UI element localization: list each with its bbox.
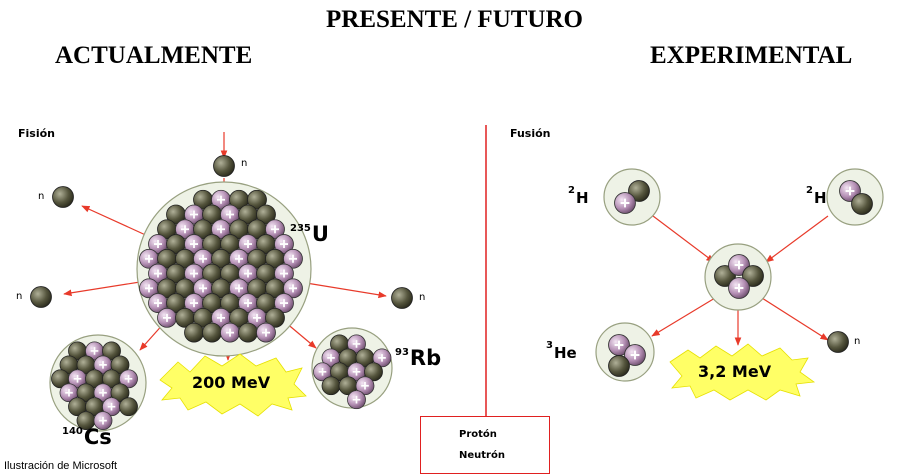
image-credit: Ilustración de Microsoft xyxy=(4,460,118,472)
uranium-label: 235U xyxy=(290,222,329,246)
legend-proton: Protón xyxy=(451,425,497,443)
fusion-energy: 3,2 MeV xyxy=(698,362,772,381)
rubidium-label: 93Rb xyxy=(395,346,442,370)
deuterium-nucleus-2 xyxy=(826,168,884,226)
legend-neutron-label: Neutrón xyxy=(459,449,505,461)
nucleon xyxy=(256,322,276,343)
helium-label: 3He xyxy=(546,340,577,362)
fusion-neutron-label: n xyxy=(854,336,861,347)
helium-nucleus xyxy=(595,322,655,382)
fusion-energy-burst xyxy=(669,343,816,401)
emitted-neutron-2 xyxy=(30,286,52,308)
nucleon xyxy=(321,376,341,396)
uranium-nucleus xyxy=(136,181,312,357)
legend-proton-label: Protón xyxy=(459,428,497,440)
fission-label: Fisión xyxy=(18,127,55,140)
cesium-nucleus xyxy=(49,334,147,432)
nucleon xyxy=(184,322,204,343)
cesium-label: 140Cs xyxy=(62,425,112,449)
deuterium-1-label: 2H xyxy=(568,185,589,207)
emitted-neutron-3 xyxy=(391,287,413,309)
emitted-neutron-3-label: n xyxy=(419,292,426,303)
compound-nucleus xyxy=(704,243,772,311)
nucleon xyxy=(347,390,366,410)
deuterium-nucleus-1 xyxy=(603,168,661,226)
incoming-neutron-label: n xyxy=(241,158,248,169)
emitted-neutron-1-label: n xyxy=(38,191,45,202)
legend-neutron: Neutrón xyxy=(451,446,505,464)
nucleon xyxy=(202,322,222,343)
fission-energy: 200 MeV xyxy=(192,373,271,392)
rubidium-nucleus xyxy=(311,327,393,410)
nucleon xyxy=(119,397,138,417)
nucleon xyxy=(157,307,177,328)
fusion-neutron xyxy=(827,331,849,353)
fusion-label: Fusión xyxy=(510,127,551,140)
emitted-neutron-2-label: n xyxy=(16,291,23,302)
emitted-neutron-1 xyxy=(52,186,74,208)
fusion-arrows xyxy=(651,215,829,346)
nucleon xyxy=(220,322,240,343)
nucleon xyxy=(238,322,258,343)
deuterium-2-label: 2H xyxy=(806,185,827,207)
legend-box: Protón Neutrón xyxy=(420,416,550,474)
page-title: PRESENTE / FUTURO xyxy=(326,6,583,33)
fission-energy-burst xyxy=(159,353,307,417)
right-heading: EXPERIMENTAL xyxy=(650,42,853,69)
incoming-neutron xyxy=(213,155,235,177)
left-heading: ACTUALMENTE xyxy=(55,42,253,69)
